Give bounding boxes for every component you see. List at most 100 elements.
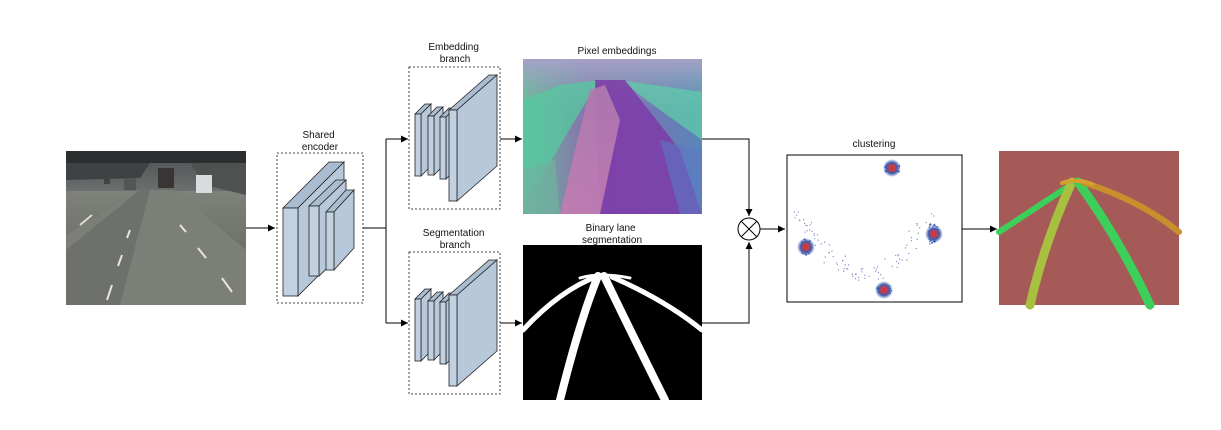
scatter-point: [882, 277, 884, 279]
scatter-point: [901, 259, 903, 261]
clustering-plot: clustering: [786, 139, 963, 303]
scatter-point: [897, 254, 899, 256]
scatter-point: [876, 266, 879, 268]
scatter-point: [820, 243, 822, 245]
scatter-point: [895, 254, 897, 256]
scatter-point: [806, 225, 808, 227]
shared-encoder-label-line2: encoder: [302, 142, 339, 153]
scatter-point: [899, 258, 901, 260]
scatter-point: [813, 234, 816, 236]
scatter-point: [844, 264, 846, 266]
binary-lane-label-line1: Binary lane: [586, 223, 636, 234]
scatter-point: [817, 239, 819, 241]
scatter-point: [804, 222, 806, 224]
scatter-point: [848, 264, 850, 266]
scatter-point: [858, 279, 860, 281]
scatter-point: [836, 263, 839, 265]
scatter-point: [797, 211, 799, 213]
scatter-point: [916, 223, 918, 225]
cluster-top: [883, 159, 901, 177]
scatter-point: [811, 230, 813, 232]
scatter-point: [933, 215, 935, 217]
scatter-point: [814, 238, 816, 240]
scatter-point: [803, 219, 805, 221]
scatter-point: [861, 271, 863, 273]
output-lanes-image: [996, 151, 1182, 310]
scatter-point: [896, 266, 898, 268]
scatter-point: [910, 240, 912, 242]
scatter-point: [864, 274, 866, 276]
scatter-point: [919, 227, 921, 229]
scatter-point: [844, 255, 846, 257]
scatter-point: [917, 232, 919, 234]
segmentation-branch-label-line2: branch: [440, 240, 471, 251]
scatter-point: [877, 278, 879, 280]
segmentation-branch-block: Segmentation branch: [408, 228, 501, 395]
binary-lane-segmentation-image: Binary lane segmentation: [520, 223, 705, 404]
scatter-point: [814, 244, 816, 246]
scatter-point: [804, 231, 806, 233]
scatter-point: [854, 278, 857, 280]
input-road-image: [66, 151, 246, 305]
scatter-point: [828, 244, 831, 246]
scatter-point: [852, 275, 854, 277]
cluster-left: [797, 238, 815, 256]
scatter-point: [824, 256, 826, 258]
scatter-point: [905, 247, 907, 249]
scatter-point: [929, 243, 931, 245]
scatter-point: [915, 247, 917, 250]
scatter-point: [796, 214, 798, 216]
scatter-point: [847, 268, 849, 270]
scatter-point: [809, 229, 811, 231]
scatter-point: [824, 241, 826, 243]
embedding-branch-box: [408, 66, 501, 210]
clustering-label: clustering: [853, 139, 896, 150]
scatter-point: [925, 221, 927, 224]
scatter-point: [823, 262, 825, 264]
scatter-point: [908, 230, 910, 232]
scatter-point: [842, 259, 844, 262]
scatter-point: [805, 224, 807, 226]
scatter-point: [860, 268, 862, 270]
cluster-right: [925, 225, 943, 243]
scatter-point: [875, 268, 877, 270]
scatter-point: [864, 277, 866, 279]
scatter-point: [843, 270, 845, 272]
scatter-point: [911, 237, 913, 239]
scatter-point: [891, 265, 893, 267]
scatter-point: [809, 224, 811, 226]
edges-to-combine: [702, 138, 753, 324]
scatter-point: [855, 274, 857, 276]
scatter-point: [868, 275, 870, 277]
scatter-point: [851, 273, 854, 275]
edges-encoder-to-branches: [363, 135, 408, 327]
scatter-point: [798, 219, 800, 221]
pixel-embeddings-label: Pixel embeddings: [578, 46, 657, 57]
shared-encoder-block: Shared encoder: [276, 130, 364, 304]
scatter-point: [931, 213, 933, 215]
scatter-point: [843, 268, 845, 270]
segmentation-branch-label-line1: Segmentation: [423, 228, 485, 239]
combine-operator: [737, 217, 761, 241]
scatter-point: [908, 252, 910, 254]
scatter-point: [794, 217, 796, 219]
scatter-point: [828, 251, 830, 253]
scatter-point: [916, 224, 918, 226]
scatter-point: [873, 267, 875, 269]
scatter-point: [858, 276, 860, 278]
scatter-point: [898, 262, 900, 264]
scatter-point: [831, 250, 833, 252]
scatter-point: [884, 258, 886, 260]
embedding-branch-block: Embedding branch: [408, 42, 501, 210]
scatter-point: [810, 222, 813, 224]
binary-lane-segmentation-label: Binary lane segmentation: [582, 223, 642, 246]
scatter-point: [837, 269, 840, 271]
scatter-point: [861, 267, 864, 269]
segmentation-branch-label: Segmentation branch: [423, 228, 488, 251]
scatter-point: [880, 274, 882, 276]
scatter-point: [877, 272, 880, 274]
shared-encoder-label: Shared encoder: [302, 130, 339, 153]
scatter-point: [897, 255, 899, 257]
scatter-point: [813, 233, 815, 235]
